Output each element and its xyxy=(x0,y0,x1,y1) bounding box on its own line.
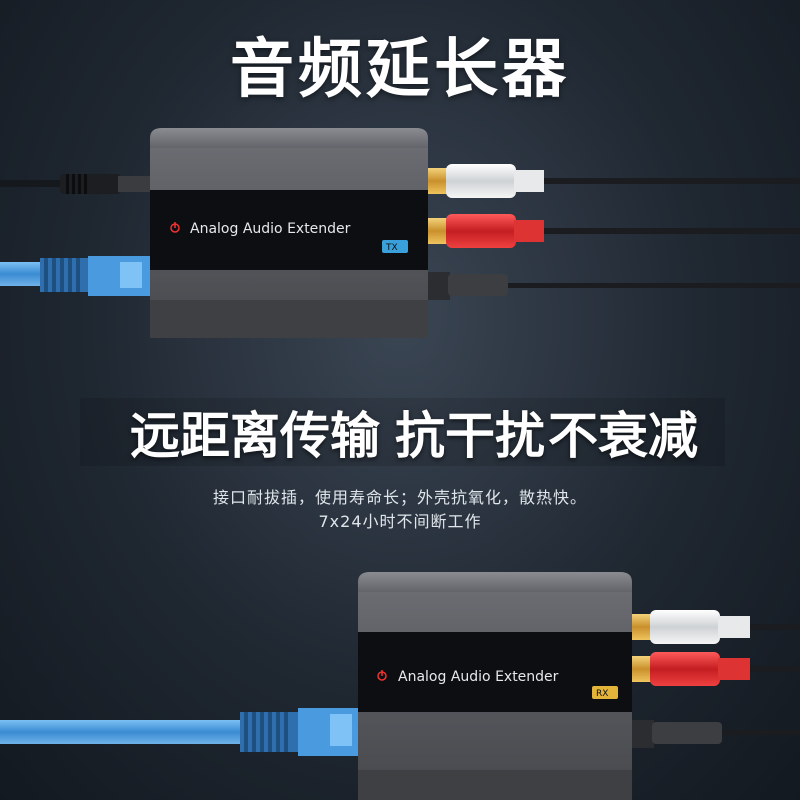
rx-badge-text: RX xyxy=(596,689,608,699)
feature-long-distance: 远距离传输 xyxy=(130,407,380,465)
rx-front-panel xyxy=(358,632,632,712)
feature-anti-interference: 抗干扰 xyxy=(395,407,545,465)
rx-rca-white xyxy=(650,610,720,644)
tx-device-label: Analog Audio Extender xyxy=(190,221,351,237)
product-title: 音频延长器 xyxy=(230,33,570,107)
tx-badge-text: TX xyxy=(385,243,398,253)
rx-device: Analog Audio Extender RX xyxy=(0,572,800,800)
description-line-2: 7x24小时不间断工作 xyxy=(318,512,482,531)
feature-no-attenuation: 不衰减 xyxy=(548,407,698,465)
rx-badge xyxy=(592,686,618,699)
rx-rca-red xyxy=(650,652,720,686)
tx-device: Analog Audio Extender TX xyxy=(0,128,800,338)
tx-rca-white xyxy=(446,164,516,198)
tx-rca-red xyxy=(446,214,516,248)
rx-device-label: Analog Audio Extender xyxy=(398,669,559,685)
tx-audio-out-plug xyxy=(448,274,508,296)
description-line-1: 接口耐拔插，使用寿命长；外壳抗氧化，散热快。 xyxy=(212,488,587,507)
tx-front-panel xyxy=(150,190,428,270)
rx-ethernet-cable xyxy=(0,720,250,744)
tx-badge xyxy=(382,240,408,253)
rx-audio-out-plug xyxy=(652,722,722,744)
